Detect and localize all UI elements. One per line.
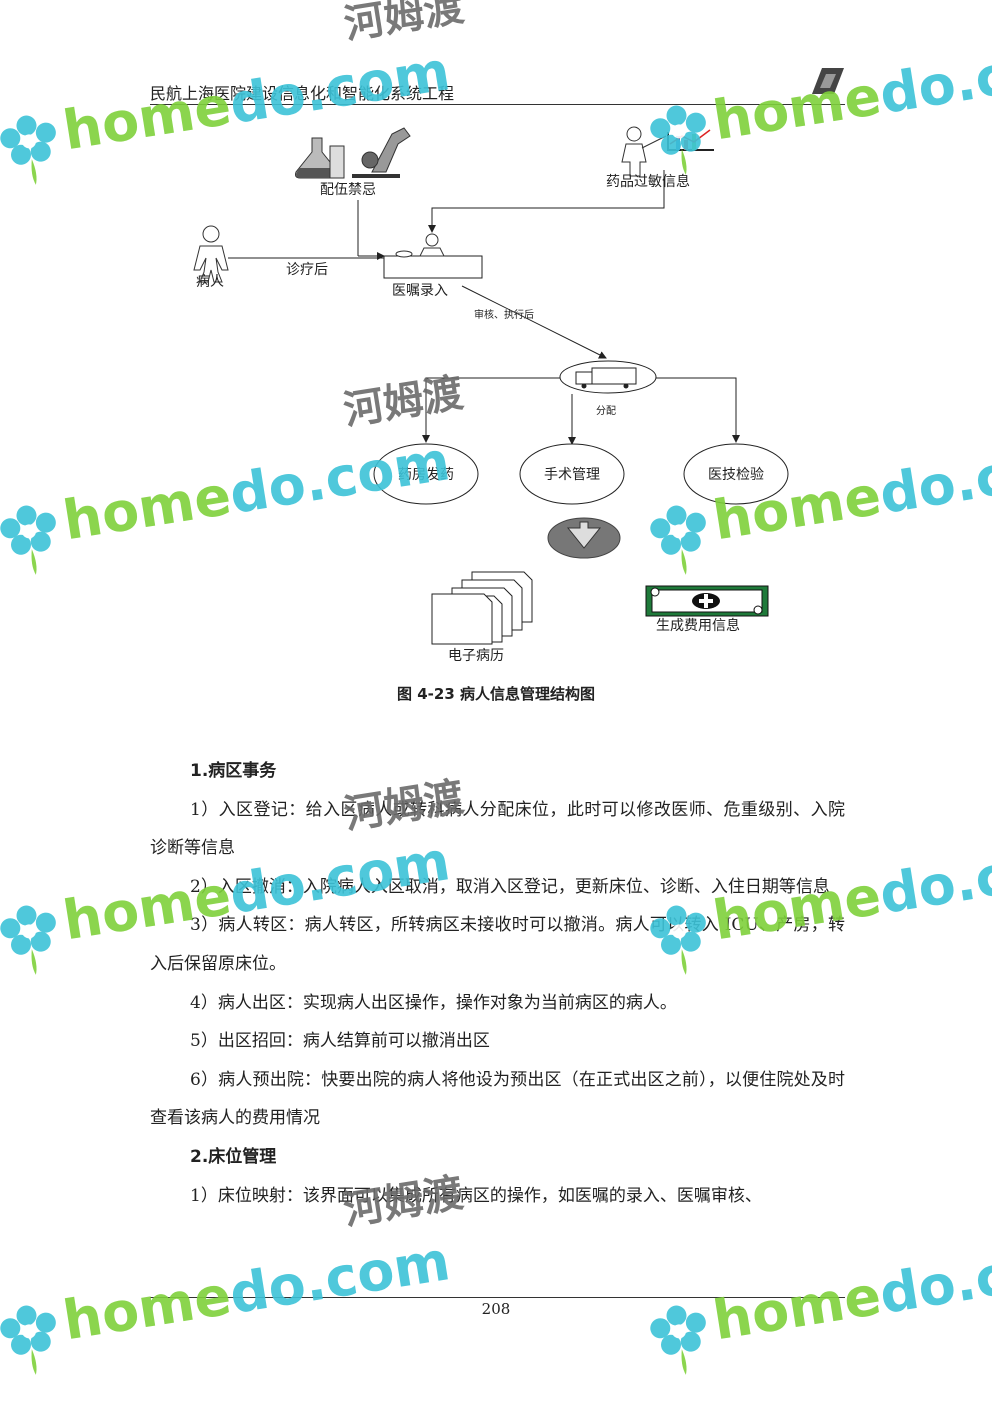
publisher-logo-icon — [812, 68, 844, 94]
label-allergy: 药品过敏信息 — [606, 173, 690, 190]
watermark-en-c: .com — [950, 29, 992, 114]
document-stack-icon — [431, 571, 533, 645]
label-surgery: 手术管理 — [544, 467, 600, 483]
watermark-en-c: .com — [950, 829, 992, 914]
watermark-en-b: do — [875, 852, 960, 926]
section-heading: 1.病区事务 — [190, 761, 277, 781]
fee-card-icon — [645, 585, 769, 617]
figure-caption: 图 4-23 病人信息管理结构图 — [397, 685, 595, 703]
lab-equipment-icon — [295, 127, 411, 179]
label-audit: 审核、执行后 — [474, 308, 534, 321]
label-lab: 医技检验 — [708, 467, 764, 483]
section-heading: 2.床位管理 — [190, 1146, 277, 1167]
label-pharmacy: 药房发药 — [398, 467, 454, 483]
order-entry-box — [383, 255, 483, 279]
lab-node — [683, 443, 789, 505]
paragraph: 5）出区招回：病人结算前可以撤消出区 — [190, 1031, 490, 1052]
svg-text:homedo.com: homedo.com — [59, 1229, 454, 1352]
paragraph: 3）病人转区：病人转区，所转病区未接收时可以撤消。病人可以转入 ICU、产房，转… — [150, 915, 845, 974]
doctor-desk-icon — [395, 233, 445, 258]
chart-icon — [667, 129, 714, 151]
label-patient: 病人 — [196, 274, 224, 290]
down-arrow-icon — [547, 517, 621, 559]
label-order-entry: 医嘱录入 — [392, 283, 448, 299]
label-after-treatment: 诊疗后 — [286, 262, 328, 278]
patient-person-icon — [193, 225, 229, 283]
label-emr: 电子病历 — [448, 648, 504, 664]
page-number: 208 — [481, 1300, 511, 1318]
surgery-node — [519, 443, 625, 505]
paragraph: 4）病人出区：实现病人出区操作，操作对象为当前病区的病人。 — [190, 992, 677, 1013]
truck-icon — [575, 367, 637, 389]
footer-divider — [150, 1297, 845, 1298]
body-text: 1.病区事务 1）入区登记：给入区病人或转科病人分配床位，此时可以修改医师、危重… — [150, 752, 845, 1215]
running-header: 民航上海医院建设信息化和智能化系统工程 — [150, 84, 455, 103]
header-divider — [150, 104, 845, 105]
paragraph: 2）入区撤消：入院病人入区取消，取消入区登记，更新床位、诊断、入住日期等信息 — [190, 876, 830, 897]
label-peiwu: 配伍禁忌 — [320, 182, 376, 198]
label-dispatch: 分配 — [596, 405, 616, 417]
label-fee: 生成费用信息 — [656, 617, 740, 634]
paragraph: 1）入区登记：给入区病人或转科病人分配床位，此时可以修改医师、危重级别、入院诊断… — [150, 799, 845, 859]
svg-text:homedo.com: homedo.com — [709, 1229, 992, 1352]
patient-info-structure-diagram: 配伍禁忌 药品过敏信息 病人 诊疗后 医嘱录入 审核、执行后 — [193, 126, 789, 664]
analyst-person-icon — [621, 126, 667, 177]
paragraph: 6）病人预出院：快要出院的病人将他设为预出区（在正式出区之前），以便住院处及时查… — [150, 1069, 845, 1129]
pharmacy-node — [373, 443, 479, 505]
watermark-cn: 河姆渡 — [341, 0, 467, 48]
paragraph: 1）床位映射：该界面可以集成所有病区的操作，如医嘱的录入、医嘱审核、 — [190, 1185, 762, 1206]
